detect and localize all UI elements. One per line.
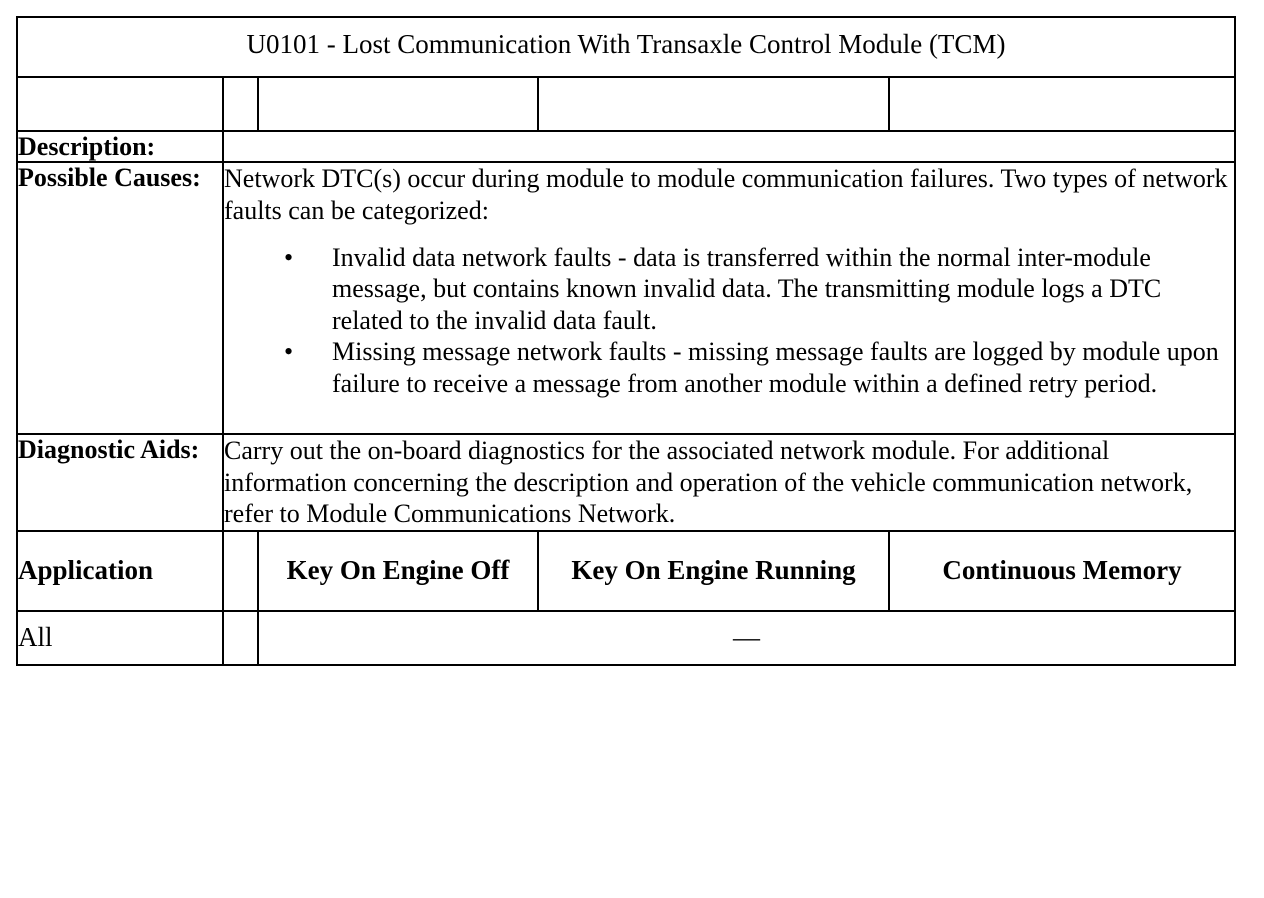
column-header-key-on-engine-off: Key On Engine Off <box>257 529 539 612</box>
possible-causes-intro: Network DTC(s) occur during module to mo… <box>224 164 1228 225</box>
table-row-description: Description: <box>16 129 1236 164</box>
bullet-icon: • <box>284 337 294 367</box>
list-item-text: Invalid data network faults - data is tr… <box>332 243 1162 335</box>
table-row-application-header: Application Key On Engine Off Key On Eng… <box>16 529 1236 612</box>
list-item-text: Missing message network faults - missing… <box>332 337 1219 398</box>
column-header-application: Application <box>16 529 224 612</box>
spacer-cell-key-on-engine-off <box>257 76 539 132</box>
application-narrow-cell <box>222 609 259 666</box>
application-result-value: — <box>257 609 1236 666</box>
column-header-continuous-memory: Continuous Memory <box>888 529 1236 612</box>
spacer-cell-continuous-memory <box>888 76 1236 132</box>
column-header-key-on-engine-running: Key On Engine Running <box>537 529 890 612</box>
spacer-cell-application <box>16 76 224 132</box>
description-value <box>222 129 1236 164</box>
application-value: All <box>16 609 224 666</box>
table-row-diagnostic-aids: Diagnostic Aids: Carry out the on-board … <box>16 433 1236 532</box>
list-item: • Missing message network faults - missi… <box>224 336 1234 399</box>
spacer-cell-key-on-engine-running <box>537 76 890 132</box>
diagnostic-aids-value: Carry out the on-board diagnostics for t… <box>222 433 1236 532</box>
table-row-application-data: All — <box>16 609 1236 666</box>
bullet-icon: • <box>284 243 294 273</box>
table-row-title: U0101 - Lost Communication With Transaxl… <box>16 16 1236 78</box>
possible-causes-value: Network DTC(s) occur during module to mo… <box>222 161 1236 436</box>
dtc-table: U0101 - Lost Communication With Transaxl… <box>16 16 1236 666</box>
cell-bottom-gap <box>224 399 1234 433</box>
description-label: Description: <box>16 129 224 164</box>
possible-causes-list: • Invalid data network faults - data is … <box>224 242 1234 399</box>
dtc-title: U0101 - Lost Communication With Transaxl… <box>16 16 1236 78</box>
paragraph-gap <box>224 226 1234 242</box>
possible-causes-label: Possible Causes: <box>16 161 224 436</box>
list-item: • Invalid data network faults - data is … <box>224 242 1234 336</box>
table-row-column-spacer <box>16 76 1236 132</box>
diagnostic-aids-label: Diagnostic Aids: <box>16 433 224 532</box>
table-row-possible-causes: Possible Causes: Network DTC(s) occur du… <box>16 161 1236 436</box>
column-header-narrow <box>222 529 259 612</box>
spacer-cell-narrow <box>222 76 259 132</box>
